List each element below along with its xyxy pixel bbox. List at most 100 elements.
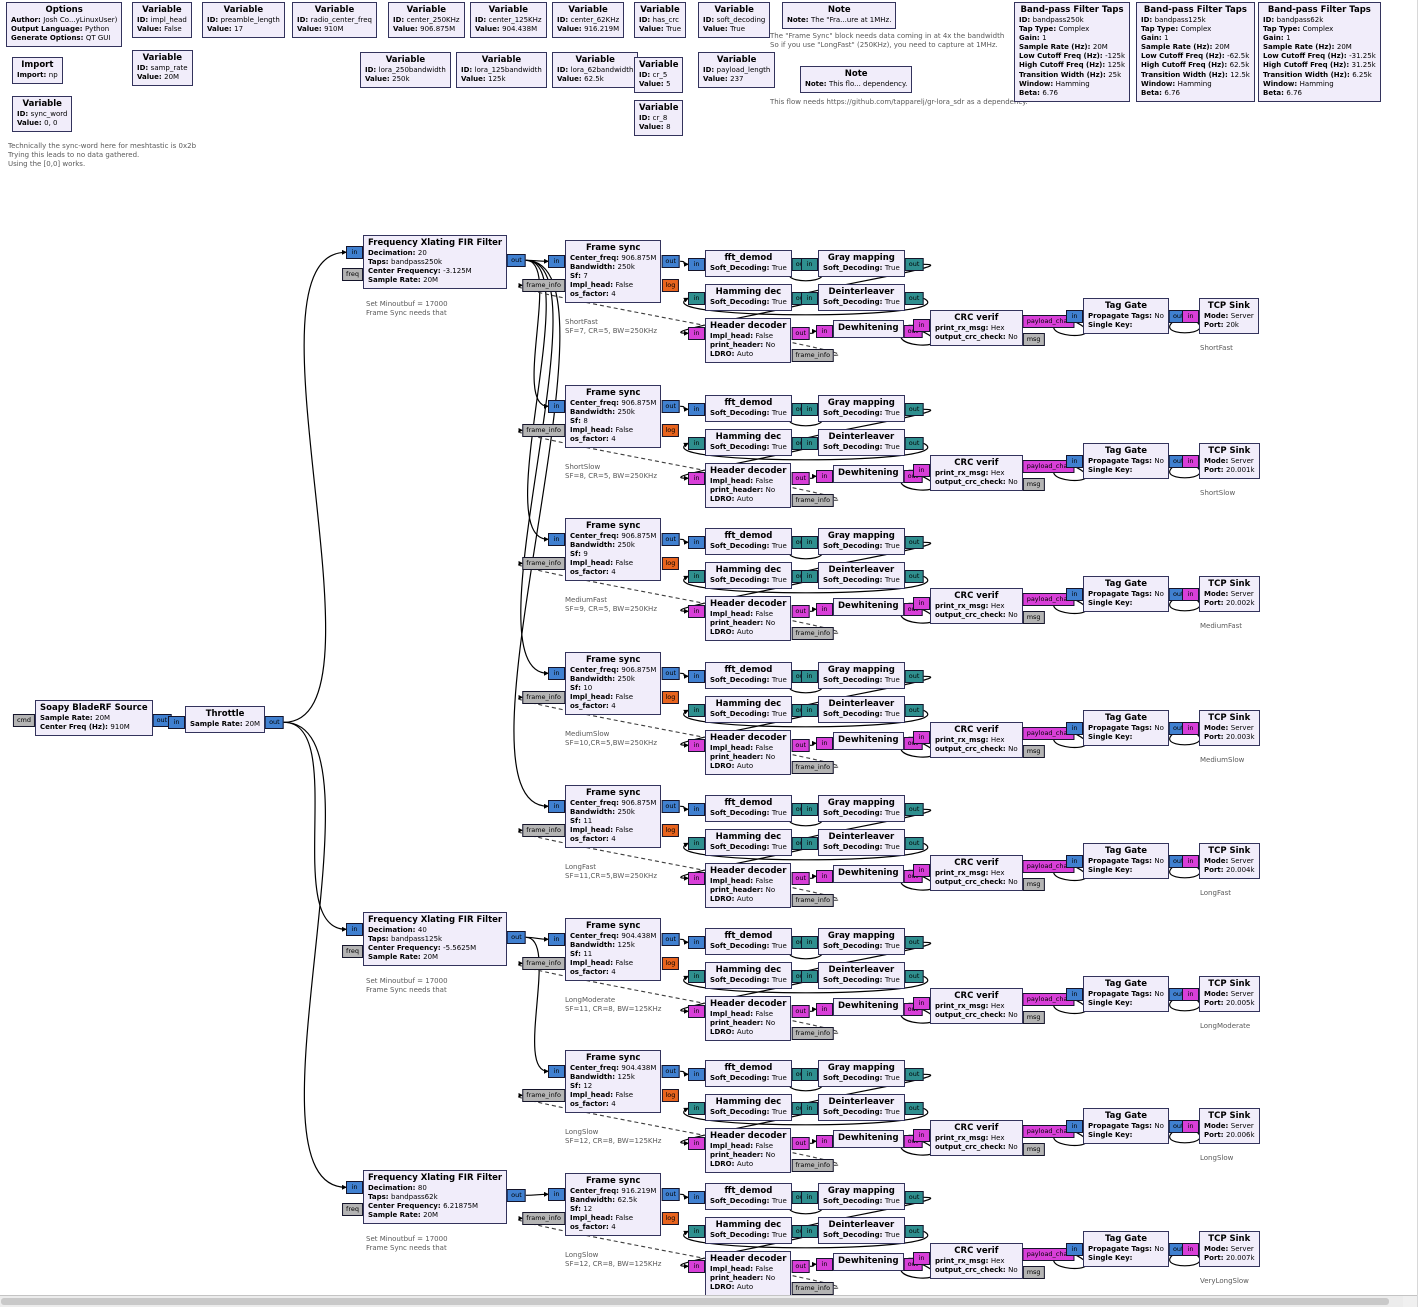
chain3-dewhitening[interactable]: Dewhiteninginout (816, 732, 923, 750)
frame-info-port[interactable]: frame_info (522, 824, 565, 837)
out-port[interactable]: out (904, 403, 924, 416)
frame-info-port[interactable]: frame_info (791, 349, 835, 362)
msg-port[interactable]: msg (1022, 478, 1045, 491)
var-lora-125bandwidth-block[interactable]: VariableIDlora_125bandwidthValue125k (456, 52, 547, 89)
in-port[interactable]: in (688, 327, 705, 340)
out-port[interactable]: out (791, 327, 811, 340)
in-port[interactable]: in (801, 536, 818, 549)
frame-info-port[interactable]: frame_info (791, 761, 835, 774)
in-port[interactable]: in (688, 1137, 705, 1150)
in-port[interactable]: in (1182, 1120, 1199, 1133)
chain6-frame-sync[interactable]: Frame syncCenter_freq904.438MBandwidth12… (522, 1050, 681, 1114)
in-port[interactable]: in (688, 570, 705, 583)
in-port[interactable]: in (688, 292, 705, 305)
in-port[interactable]: in (688, 1102, 705, 1115)
out-port[interactable]: out (904, 803, 924, 816)
in-port[interactable]: in (913, 1252, 930, 1265)
chain6-dewhitening[interactable]: Dewhiteninginout (816, 1130, 923, 1148)
out-port[interactable]: out (661, 400, 681, 413)
in-port[interactable]: in (168, 716, 185, 729)
chain3-crc-verif[interactable]: CRC verifprint_rx_msgHexoutput_crc_check… (913, 722, 1075, 759)
var-has-crc-block[interactable]: VariableIDhas_crcValueTrue (634, 2, 687, 39)
in-port[interactable]: in (801, 1225, 818, 1238)
in-port[interactable]: in (801, 970, 818, 983)
in-port[interactable]: in (1182, 722, 1199, 735)
in-port[interactable]: in (1182, 455, 1199, 468)
out-port[interactable]: out (661, 1188, 681, 1201)
out-port[interactable]: out (904, 292, 924, 305)
in-port[interactable]: in (913, 319, 930, 332)
in-port[interactable]: in (688, 1225, 705, 1238)
out-port[interactable]: out (904, 437, 924, 450)
connection-wire[interactable] (283, 721, 347, 1190)
in-port[interactable]: in (548, 255, 565, 268)
in-port[interactable]: in (688, 403, 705, 416)
chain6-crc-verif[interactable]: CRC verifprint_rx_msgHexoutput_crc_check… (913, 1120, 1075, 1157)
fir2-block[interactable]: Frequency Xlating FIR FilterDecimation40… (342, 912, 526, 967)
in-port[interactable]: in (688, 1260, 705, 1273)
out-port[interactable]: out (791, 1260, 811, 1273)
import-np-block[interactable]: ImportImportnp (12, 57, 63, 85)
in-port[interactable]: in (913, 464, 930, 477)
in-port[interactable]: in (548, 933, 565, 946)
frame-info-port[interactable]: frame_info (522, 1212, 565, 1225)
var-center-62khz-block[interactable]: VariableIDcenter_62KHzValue916.219M (552, 2, 625, 39)
in-port[interactable]: in (801, 437, 818, 450)
log-port[interactable]: log (661, 424, 680, 437)
horizontal-scrollbar-thumb[interactable] (1, 1298, 1389, 1305)
chain0-tcp-sink[interactable]: TCP SinkModeServerPort20kin (1182, 298, 1259, 335)
in-port[interactable]: in (548, 400, 565, 413)
chain5-frame-sync[interactable]: Frame syncCenter_freq904.438MBandwidth12… (522, 918, 681, 982)
in-port[interactable]: in (816, 1135, 833, 1148)
chain0-crc-verif[interactable]: CRC verifprint_rx_msgHexoutput_crc_check… (913, 310, 1075, 347)
connection-wire[interactable] (525, 259, 549, 542)
in-port[interactable]: in (548, 1065, 565, 1078)
frame-info-port[interactable]: frame_info (791, 627, 835, 640)
in-port[interactable]: in (688, 1005, 705, 1018)
out-port[interactable]: out (507, 254, 526, 267)
in-port[interactable]: in (801, 403, 818, 416)
connection-wire[interactable] (525, 258, 549, 264)
var-soft-decoding-block[interactable]: VariableIDsoft_decodingValueTrue (698, 2, 771, 39)
in-port[interactable]: in (688, 258, 705, 271)
in-port[interactable]: in (801, 704, 818, 717)
var-sync-word-block[interactable]: VariableIDsync_wordValue0, 0 (12, 96, 73, 133)
frame-info-port[interactable]: frame_info (522, 1089, 565, 1102)
in-port[interactable]: in (1066, 455, 1083, 468)
log-port[interactable]: log (661, 957, 680, 970)
out-port[interactable]: out (791, 1137, 811, 1150)
in-port[interactable]: in (1066, 588, 1083, 601)
chain0-header-decoder[interactable]: Header decoderImpl_headFalseprint_header… (688, 318, 835, 364)
in-port[interactable]: in (816, 470, 833, 483)
msg-port[interactable]: msg (1022, 745, 1045, 758)
in-port[interactable]: in (688, 437, 705, 450)
chain1-dewhitening[interactable]: Dewhiteninginout (816, 465, 923, 483)
out-port[interactable]: out (661, 933, 681, 946)
in-port[interactable]: in (801, 837, 818, 850)
var-payload-length-block[interactable]: VariableIDpayload_lengthValue237 (698, 52, 776, 89)
in-port[interactable]: in (1066, 1243, 1083, 1256)
out-port[interactable]: out (265, 716, 284, 729)
chain7-frame-sync[interactable]: Frame syncCenter_freq916.219MBandwidth62… (522, 1173, 681, 1237)
bandpass-250k-taps-block[interactable]: Band-pass Filter TapsIDbandpass250kTap T… (1014, 2, 1131, 102)
in-port[interactable]: in (1066, 855, 1083, 868)
log-port[interactable]: log (661, 691, 680, 704)
freq-port[interactable]: freq (342, 1203, 363, 1216)
